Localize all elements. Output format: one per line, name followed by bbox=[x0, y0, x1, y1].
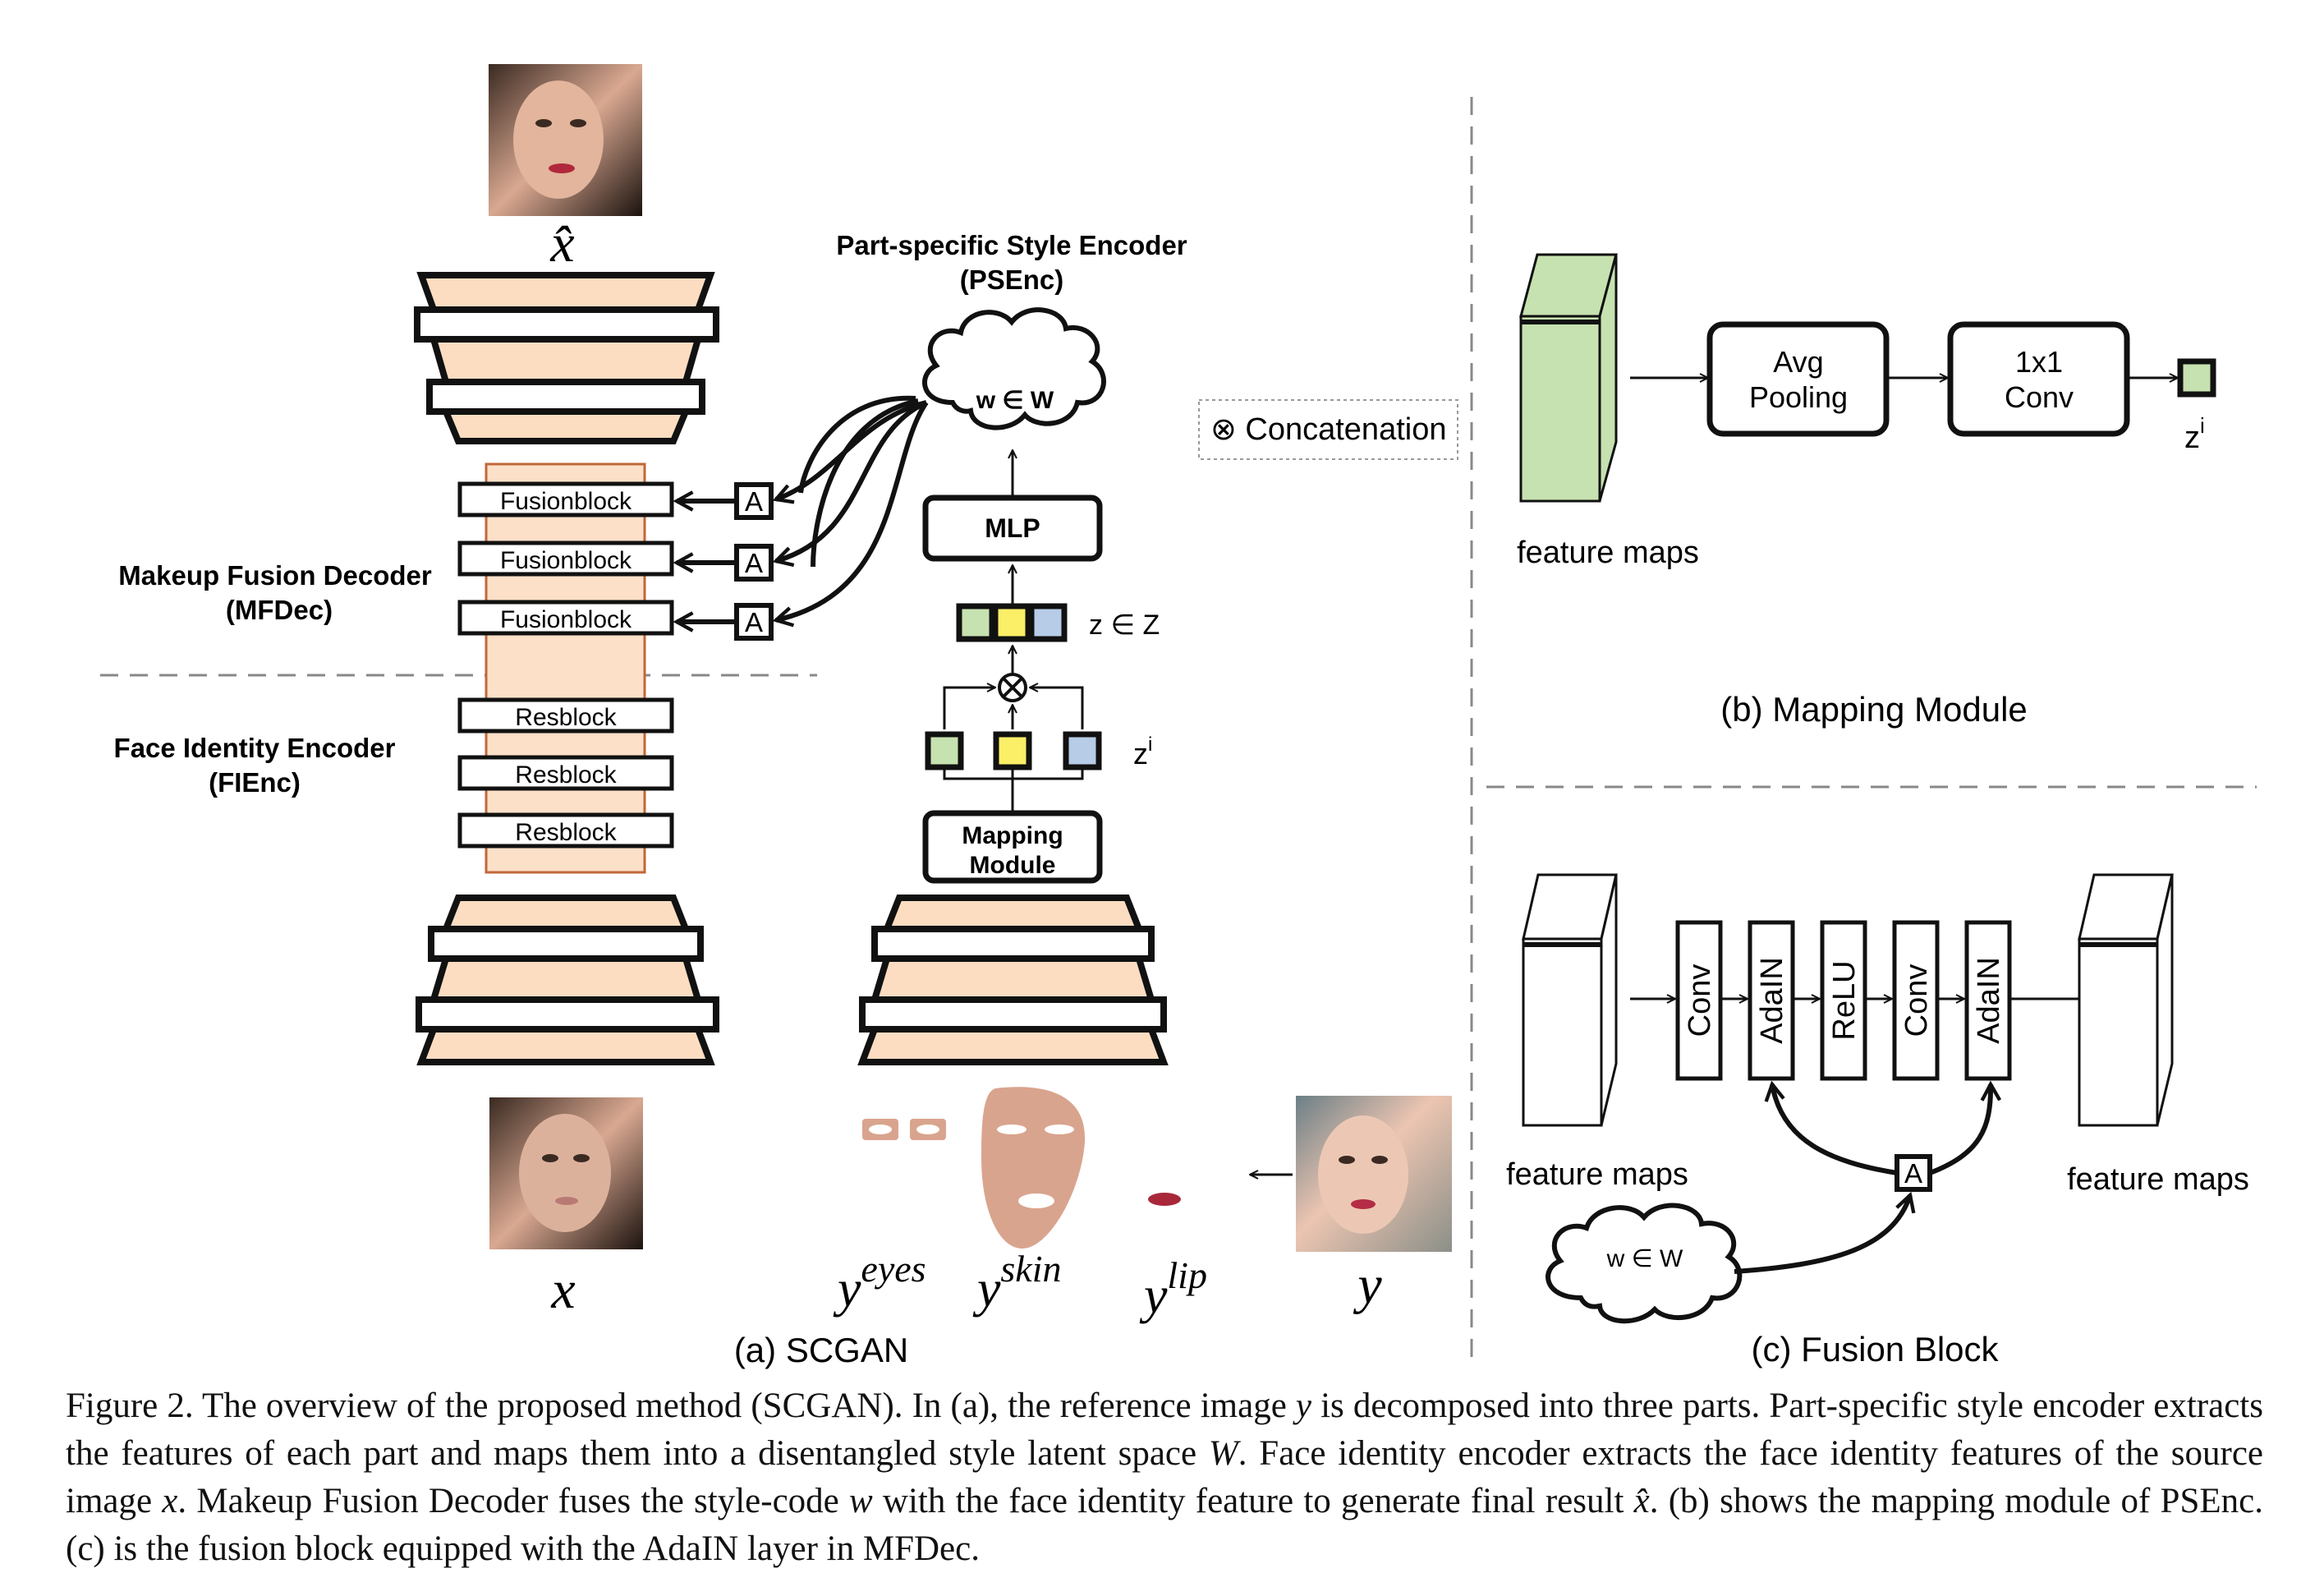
label-y-lip: ylip bbox=[1139, 1254, 1207, 1324]
resblock-3: Resblock bbox=[457, 812, 674, 849]
adain-param-box-1: A bbox=[734, 482, 774, 520]
svg-text:AdaIN: AdaIN bbox=[1755, 957, 1789, 1044]
concat-icon bbox=[998, 673, 1027, 702]
mlp-block: MLP bbox=[922, 494, 1103, 562]
svg-text:w ∈ W: w ∈ W bbox=[1606, 1245, 1683, 1272]
zi-output-block bbox=[2177, 358, 2216, 398]
part-codes-zi bbox=[925, 731, 1102, 770]
fusionblock-1: Fusionblock bbox=[457, 481, 674, 517]
psenc-abbrev: (PSEnc) bbox=[960, 264, 1064, 295]
fusionblock-3: Fusionblock bbox=[457, 600, 674, 636]
fusion-layer-adain-2: AdaIN bbox=[1964, 920, 2012, 1081]
svg-text:w ∈ W: w ∈ W bbox=[976, 387, 1054, 414]
feature-column bbox=[485, 462, 646, 874]
svg-text:Resblock: Resblock bbox=[515, 819, 617, 846]
a-to-fusion-arrows bbox=[677, 501, 737, 622]
label-y-eyes: yeyes bbox=[833, 1248, 926, 1318]
mfdec-title: Makeup Fusion Decoder bbox=[118, 560, 432, 591]
label-z-in-Z: z ∈ Z bbox=[1089, 609, 1160, 641]
svg-text:MLP: MLP bbox=[985, 513, 1040, 543]
eyes-part-image bbox=[862, 1119, 946, 1140]
svg-text:Conv: Conv bbox=[2005, 380, 2074, 414]
svg-text:ReLU: ReLU bbox=[1827, 960, 1862, 1040]
label-zi-b: zi bbox=[2184, 413, 2205, 455]
svg-text:A: A bbox=[745, 486, 763, 517]
svg-text:Resblock: Resblock bbox=[515, 761, 617, 789]
svg-text:A: A bbox=[745, 548, 763, 578]
label-y-skin: yskin bbox=[972, 1248, 1062, 1318]
source-face-photo: x bbox=[489, 1097, 643, 1249]
resblock-2: Resblock bbox=[457, 755, 674, 791]
concatenation-legend: ⊗ Concatenation bbox=[1198, 399, 1458, 460]
svg-text:Avg: Avg bbox=[1773, 345, 1823, 379]
panel-a-title: (a) SCGAN bbox=[734, 1331, 908, 1369]
conv-1x1-block: 1x1 Conv bbox=[1947, 321, 2130, 437]
label-feature-maps-c-left: feature maps bbox=[1506, 1157, 1688, 1192]
svg-text:Mapping: Mapping bbox=[962, 822, 1063, 849]
fusion-layer-relu: ReLU bbox=[1820, 920, 1867, 1081]
label-x: x bbox=[550, 1260, 575, 1320]
feature-maps-cube-right bbox=[2078, 873, 2174, 1127]
fusion-layer-conv-2: Conv bbox=[1892, 920, 1940, 1081]
avg-pooling-block: Avg Pooling bbox=[1706, 321, 1890, 437]
svg-text:Resblock: Resblock bbox=[515, 704, 617, 731]
adain-param-box-c: A bbox=[1895, 1154, 1932, 1192]
style-space-cloud-c: w ∈ W bbox=[1546, 1203, 1743, 1324]
psenc-title: Part-specific Style Encoder bbox=[836, 230, 1187, 260]
adain-param-box-2: A bbox=[734, 544, 774, 582]
style-encoder-layers bbox=[857, 895, 1169, 1065]
a-to-adain-arrows bbox=[1772, 1084, 1991, 1175]
svg-text:Conv: Conv bbox=[1683, 964, 1717, 1037]
adain-param-box-3: A bbox=[734, 603, 774, 641]
svg-text:AdaIN: AdaIN bbox=[1972, 957, 2006, 1044]
svg-text:A: A bbox=[1904, 1158, 1922, 1189]
svg-text:Fusionblock: Fusionblock bbox=[500, 488, 632, 515]
svg-text:Module: Module bbox=[970, 852, 1056, 879]
fusionblock-2: Fusionblock bbox=[457, 540, 674, 577]
cloud-to-a-arrow-c bbox=[1734, 1195, 1910, 1274]
output-face-photo: x̂ bbox=[489, 64, 642, 216]
svg-text:1x1: 1x1 bbox=[2015, 345, 2063, 379]
svg-text:Fusionblock: Fusionblock bbox=[500, 547, 632, 574]
style-code-arrows bbox=[776, 395, 929, 620]
style-code-z bbox=[956, 603, 1068, 642]
identity-encoder-layers bbox=[416, 895, 719, 1065]
mapping-module-block: Mapping Module bbox=[922, 810, 1103, 884]
figure-caption: Figure 2. The overview of the proposed m… bbox=[66, 1387, 2263, 1568]
panel-b-title: (b) Mapping Module bbox=[1720, 690, 2028, 729]
panel-c-title: (c) Fusion Block bbox=[1751, 1330, 1999, 1368]
zi-to-concat-arrows bbox=[943, 688, 1084, 729]
reference-face-photo: y bbox=[1296, 1096, 1452, 1252]
label-zi-a: zi bbox=[1133, 734, 1152, 770]
label-feature-maps-c-right: feature maps bbox=[2067, 1162, 2249, 1197]
fusion-layer-conv-1: Conv bbox=[1675, 920, 1723, 1081]
svg-text:Fusionblock: Fusionblock bbox=[500, 606, 632, 633]
resblock-1: Resblock bbox=[457, 697, 674, 734]
fienc-abbrev: (FIEnc) bbox=[209, 767, 301, 798]
svg-text:⊗ Concatenation: ⊗ Concatenation bbox=[1210, 412, 1446, 447]
svg-text:Pooling: Pooling bbox=[1749, 380, 1848, 414]
label-feature-maps-b: feature maps bbox=[1517, 536, 1699, 570]
feature-maps-cube-b bbox=[1519, 253, 1618, 503]
decoder-upsample-layers bbox=[414, 272, 719, 444]
label-y: y bbox=[1353, 1255, 1382, 1315]
feature-maps-cube-left bbox=[1522, 873, 1618, 1127]
fienc-title: Face Identity Encoder bbox=[114, 733, 396, 763]
style-space-cloud: w ∈ W bbox=[922, 307, 1106, 430]
fusion-layer-adain-1: AdaIN bbox=[1748, 920, 1795, 1081]
svg-text:Conv: Conv bbox=[1899, 964, 1934, 1037]
label-x-hat: x̂ bbox=[549, 214, 574, 274]
mfdec-abbrev: (MFDec) bbox=[226, 595, 333, 625]
lip-part-image bbox=[1148, 1193, 1181, 1206]
skin-part-image bbox=[981, 1087, 1086, 1249]
svg-text:A: A bbox=[745, 607, 763, 637]
